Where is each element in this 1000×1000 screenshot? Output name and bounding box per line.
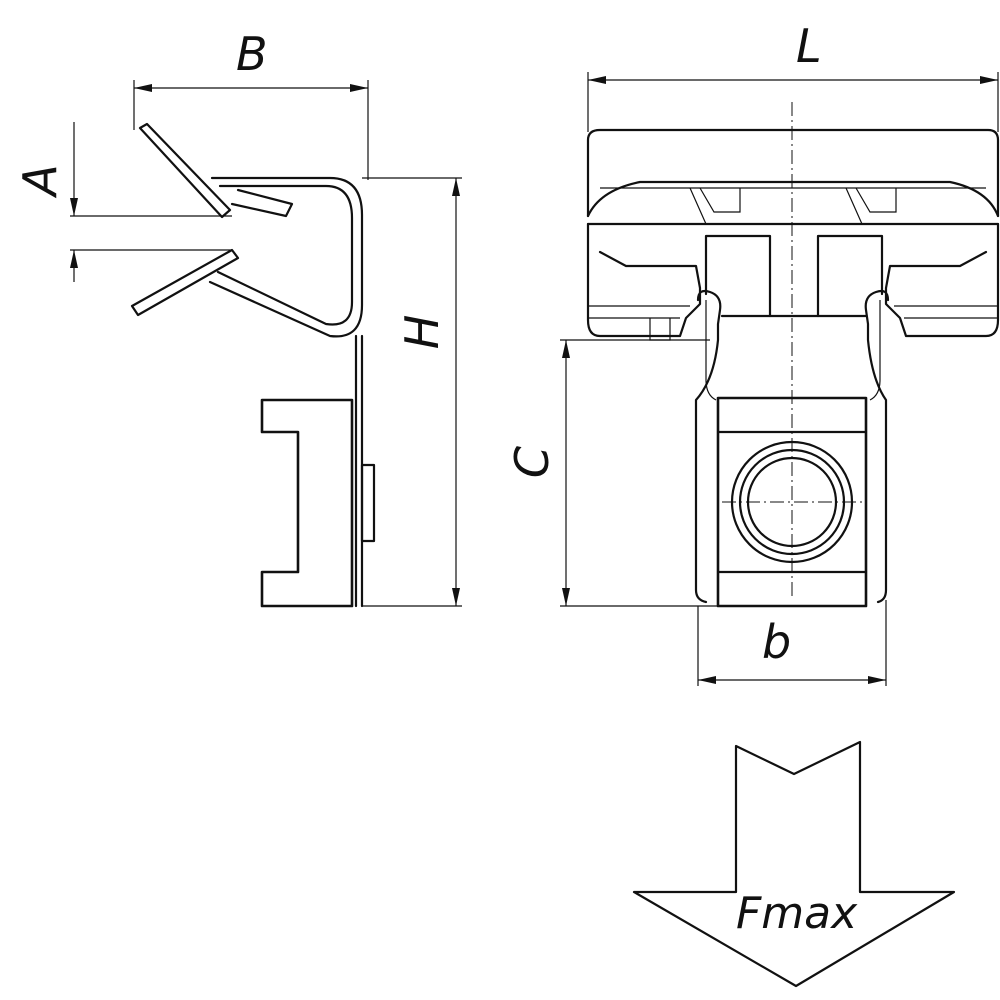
label-A: A: [13, 164, 67, 198]
right-wing: [884, 222, 1000, 338]
upper-tab: [138, 122, 232, 219]
nut-cage-side: [260, 398, 354, 608]
clip-body-outer: [208, 176, 364, 338]
boss: [360, 463, 376, 543]
left-wing: [586, 222, 702, 338]
label-b: b: [762, 615, 791, 669]
dimension-l: L: [587, 19, 999, 132]
force-label: Fmax: [736, 888, 858, 939]
head-slot-left: [699, 187, 741, 213]
force-arrow-outline: [632, 740, 956, 988]
center-stem-left: [704, 234, 772, 318]
head-slot-right: [855, 187, 897, 213]
side-view: [130, 122, 376, 608]
strap-outer: [694, 289, 722, 604]
label-C: C: [505, 446, 559, 478]
force-arrow: Fmax: [632, 740, 956, 988]
label-L: L: [796, 19, 822, 73]
dimension-h: H: [362, 177, 462, 607]
top-cap: [586, 128, 1000, 218]
clip-body-inner: [216, 184, 354, 326]
front-view: [586, 128, 1000, 608]
label-H: H: [395, 315, 449, 350]
head-bevel: [586, 180, 1000, 218]
center-stem-right: [816, 234, 884, 318]
lower-tab: [130, 248, 240, 317]
dimension-c: C: [505, 339, 718, 607]
inner-jaw: [230, 188, 294, 218]
dimension-a: A: [13, 122, 232, 282]
dimension-b-lower: b: [697, 600, 887, 686]
dimension-b-upper: B: [133, 27, 369, 180]
label-B: B: [236, 27, 268, 81]
